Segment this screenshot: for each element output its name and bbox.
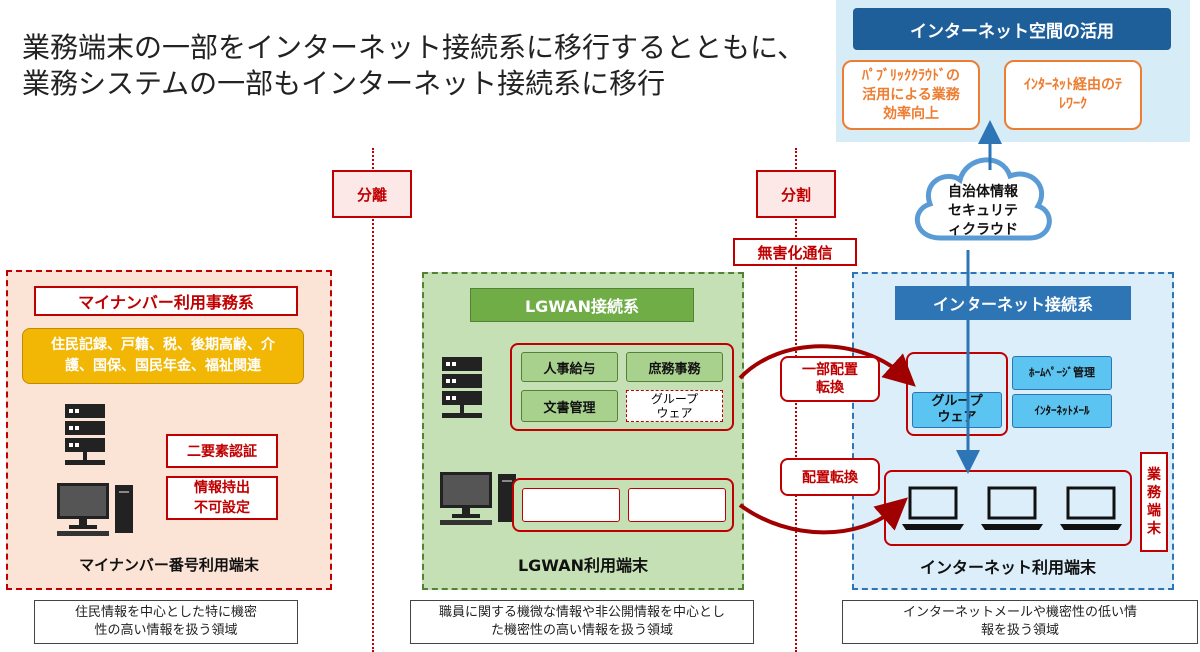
lgwan-header: LGWAN接続系	[470, 288, 694, 322]
internet-zone	[852, 272, 1174, 590]
harmless-communication-tag: 無害化通信	[733, 238, 857, 266]
laptop-icon	[902, 486, 964, 530]
document-management-box: 文書管理	[521, 390, 618, 422]
general-affairs-box: 庶務事務	[626, 352, 723, 382]
homepage-management-box: ﾎｰﾑﾍﾟｰｼﾞ管理	[1012, 356, 1112, 390]
hr-payroll-box: 人事給与	[521, 352, 618, 382]
desktop-pc-icon	[440, 472, 516, 525]
internet-description: インターネットメールや機密性の低い情報を扱う領域	[842, 600, 1198, 644]
telework-box: ｲﾝﾀｰﾈｯﾄ経由のﾃﾚﾜｰｸ	[1004, 60, 1142, 130]
two-factor-auth-label: 二要素認証	[166, 434, 278, 468]
lgwan-terminal-label: LGWAN利用端末	[517, 556, 649, 575]
lgwan-description: 職員に関する機微な情報や非公開情報を中心とした機密性の高い情報を扱う領域	[410, 600, 754, 644]
mynumber-zone	[6, 270, 332, 590]
moved-terminal-slot-1	[522, 488, 620, 522]
security-cloud-label: 自治体情報セキュリティクラウド	[948, 183, 1018, 238]
groupware-moved-box: グループウェア	[626, 390, 723, 422]
groupware-box: グループウェア	[912, 392, 1002, 428]
mynumber-services: 住民記録、戸籍、税、後期高齢、介護、国保、国民年金、福祉関連	[22, 328, 304, 384]
transfer-label: 配置転換	[780, 458, 880, 496]
divider-left	[372, 148, 374, 652]
internet-header: インターネット接続系	[895, 286, 1131, 320]
moved-terminal-slot-2	[628, 488, 726, 522]
partial-transfer-label: 一部配置転換	[780, 356, 880, 402]
no-export-setting-label: 情報持出不可設定	[166, 476, 278, 520]
laptop-icon	[1060, 486, 1122, 530]
mynumber-description: 住民情報を中心とした特に機密性の高い情報を扱う領域	[34, 600, 298, 644]
split-tag: 分割	[756, 170, 836, 218]
security-cloud-icon	[914, 157, 1052, 241]
laptop-icon	[981, 486, 1043, 530]
business-terminal-label: 業務端末	[1140, 452, 1168, 552]
lgwan-zone	[422, 272, 744, 590]
public-cloud-box: ﾊﾟﾌﾞﾘｯｸｸﾗｳﾄﾞの活用による業務効率向上	[842, 60, 980, 130]
server-icon	[65, 404, 105, 465]
internet-groupware-group	[906, 352, 1008, 436]
internet-terminal-label: インターネット利用端末	[919, 558, 1096, 577]
server-icon	[442, 357, 482, 418]
internet-space-header: インターネット空間の活用	[853, 8, 1171, 50]
desktop-pc-icon	[57, 483, 133, 536]
page-title: 業務端末の一部をインターネット接続系に移行するとともに、業務システムの一部もイン…	[22, 31, 806, 100]
mynumber-header: マイナンバー利用事務系	[34, 286, 298, 316]
mynumber-terminal-label: マイナンバー番号利用端末	[79, 555, 259, 574]
internet-mail-box: ｲﾝﾀｰﾈｯﾄﾒｰﾙ	[1012, 394, 1112, 428]
separation-tag: 分離	[332, 170, 412, 218]
